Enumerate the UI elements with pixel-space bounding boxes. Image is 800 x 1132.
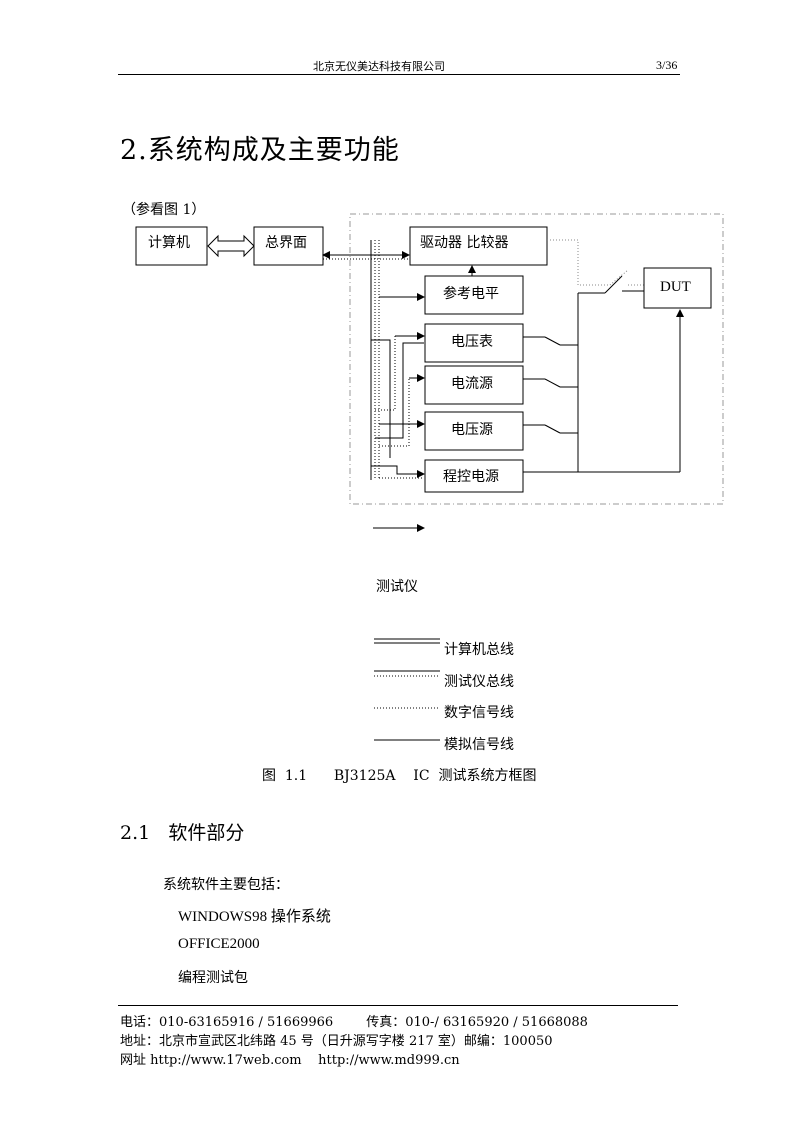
figure-reference: （参看图 1） — [122, 202, 206, 218]
list-item: OFFICE2000 — [178, 936, 260, 952]
tester-enclosure — [349, 213, 724, 505]
legend-analog-line: 模拟信号线 — [444, 737, 514, 753]
voltage-source-label: 电压源 — [451, 422, 493, 438]
voltage-source-box — [424, 411, 524, 451]
page-number: 3/36 — [656, 58, 678, 72]
section-intro: 系统软件主要包括： — [163, 877, 289, 893]
computer-label: 计算机 — [148, 235, 190, 251]
list-item: 编程测试包 — [178, 970, 248, 986]
footer-website: 网址 http://www.17web.com http://www.md999… — [120, 1053, 460, 1068]
ref-level-box — [424, 275, 524, 315]
section-title: 2.系统构成及主要功能 — [120, 135, 400, 166]
tester-label: 测试仪 — [376, 579, 418, 595]
dut-box — [643, 267, 712, 309]
figure-caption: 图 1.1 BJ3125A IC 测试系统方框图 — [262, 768, 537, 784]
driver-comparator-label: 驱动器 比较器 — [420, 235, 508, 251]
legend-digital-line: 数字信号线 — [444, 705, 514, 721]
driver-comparator-box — [409, 226, 548, 266]
bus-interface-box — [253, 226, 324, 266]
header-company: 北京无仪美达科技有限公司 — [313, 60, 445, 73]
voltmeter-box — [424, 323, 524, 363]
bus-interface-label: 总界面 — [265, 235, 307, 251]
dut-label: DUT — [660, 279, 691, 295]
footer-divider — [118, 1005, 678, 1006]
legend-tester-bus: 测试仪总线 — [444, 674, 514, 690]
programmable-power-label: 程控电源 — [443, 469, 499, 485]
programmable-power-box — [424, 459, 524, 493]
system-block-diagram: 计算机 总界面 驱动器 比较器 参考电平 电压表 电流源 电压源 程控电源 — [135, 213, 724, 753]
current-source-box — [424, 365, 524, 405]
voltmeter-label: 电压表 — [451, 334, 493, 350]
legend: 计算机总线 测试仪总线 数字信号线 模拟信号线 — [374, 638, 514, 753]
ref-level-label: 参考电平 — [443, 285, 499, 302]
current-source-label: 电流源 — [451, 376, 493, 392]
footer-phone: 电话：010-63165916 / 51669966 传真：010-/ 6316… — [120, 1015, 588, 1030]
legend-computer-bus: 计算机总线 — [444, 642, 514, 658]
computer-bus-arrow — [207, 234, 255, 258]
footer-address: 地址：北京市宣武区北纬路 45 号（日升源写字楼 217 室）邮编：100050 — [120, 1034, 553, 1049]
header-divider — [118, 74, 680, 75]
subsection-heading: 2.1 软件部分 — [120, 822, 245, 844]
computer-box — [135, 226, 208, 266]
list-item: WINDOWS98 操作系统 — [178, 909, 331, 925]
